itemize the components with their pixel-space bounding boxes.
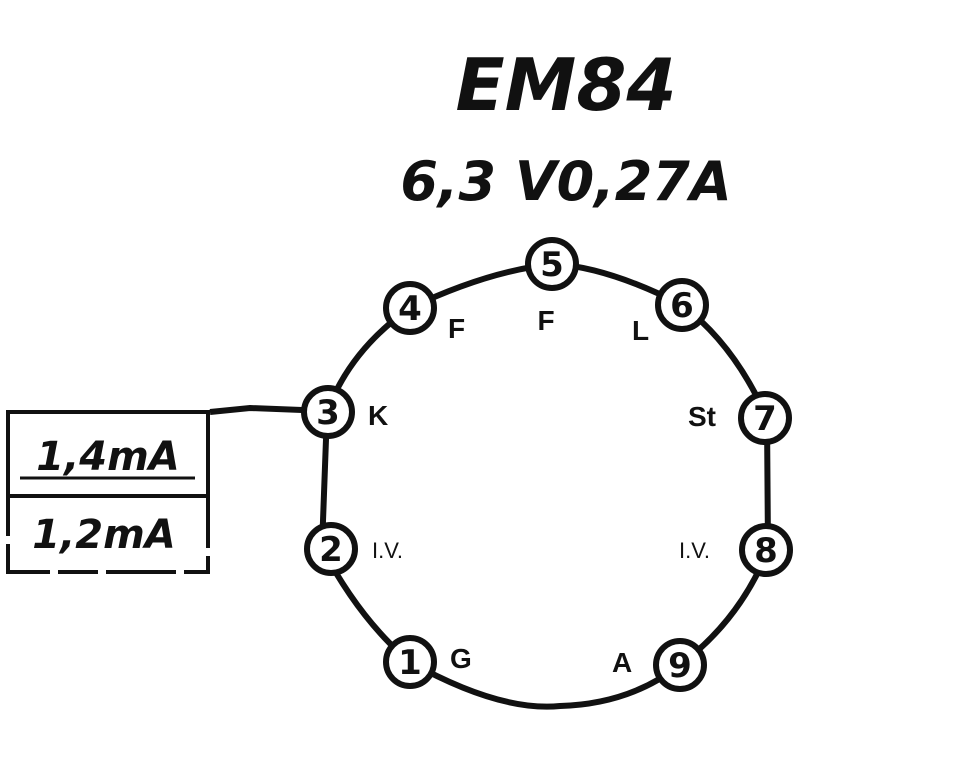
pin-number: 9 bbox=[668, 646, 692, 686]
pin-label: St bbox=[688, 401, 716, 432]
pin-7: 7 St bbox=[688, 391, 792, 445]
pin-number: 6 bbox=[670, 286, 694, 326]
pin-label: F bbox=[537, 305, 554, 336]
cathode-current-secondary: 1,2mA bbox=[32, 512, 176, 558]
pin-4: 4 F bbox=[383, 281, 465, 344]
pin-number: 2 bbox=[319, 530, 343, 570]
pin-6: 6 L bbox=[632, 278, 709, 346]
cathode-current-primary: 1,4mA bbox=[36, 434, 180, 480]
tube-type-title: EM84 bbox=[455, 43, 676, 127]
pin-5: 5 F bbox=[525, 237, 579, 336]
pin-number: 3 bbox=[316, 393, 340, 433]
pin-9: 9 A bbox=[612, 638, 707, 692]
pin-1: 1 G bbox=[383, 635, 472, 689]
pin-number: 1 bbox=[398, 643, 422, 683]
pin-label: G bbox=[450, 643, 472, 674]
pin-label: I.V. bbox=[679, 538, 710, 563]
pin-2: 2 I.V. bbox=[304, 522, 403, 576]
pin-label: I.V. bbox=[372, 538, 403, 563]
pin-3: 3 K bbox=[301, 385, 388, 439]
base-ring bbox=[318, 260, 772, 710]
cathode-current-alt-box bbox=[6, 496, 210, 574]
pin-number: 7 bbox=[753, 399, 777, 439]
pin-label: A bbox=[612, 647, 632, 678]
pin-label: K bbox=[368, 400, 388, 431]
pin-8: 8 I.V. bbox=[679, 523, 793, 577]
pin-label: F bbox=[448, 313, 465, 344]
pin-label: L bbox=[632, 315, 649, 346]
cathode-lead bbox=[209, 404, 303, 415]
pin-number: 8 bbox=[754, 531, 778, 571]
heater-rating: 6,3 V0,27A bbox=[400, 150, 731, 213]
cathode-current-box bbox=[6, 410, 210, 498]
pin-number: 4 bbox=[398, 289, 422, 329]
pin-number: 5 bbox=[540, 245, 564, 285]
